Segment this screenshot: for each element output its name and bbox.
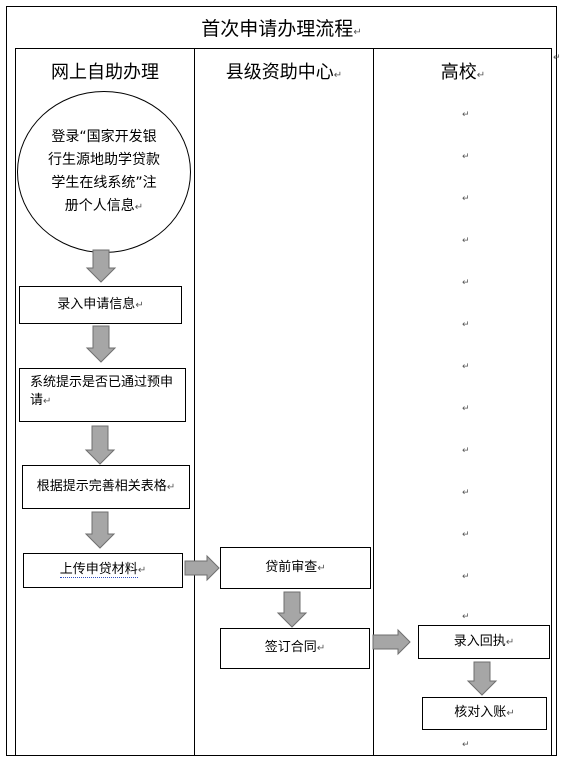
paragraph-mark: ↵: [462, 278, 470, 288]
paragraph-mark: ↵: [462, 236, 470, 246]
arrow-down-icon: [84, 511, 116, 549]
paragraph-mark: ↵: [462, 530, 470, 540]
paragraph-mark: ↵: [462, 488, 470, 498]
column-divider: [373, 48, 374, 756]
system-prompt-node: 系统提示是否已通过预申请↵: [19, 368, 186, 422]
column-header-online: 网上自助办理: [51, 62, 159, 83]
login-register-node: 登录“国家开发银行生源地助学贷款学生在线系统”注册个人信息↵: [17, 91, 191, 253]
paragraph-mark: ↵: [462, 612, 470, 622]
paragraph-mark: ↵: [553, 53, 561, 63]
enter-receipt-node: 录入回执↵: [418, 625, 550, 659]
verify-account-node: 核对入账↵: [422, 697, 547, 730]
column-divider: [194, 48, 195, 756]
paragraph-mark: ↵: [462, 740, 470, 750]
paragraph-mark: ↵: [462, 320, 470, 330]
arrow-down-icon: [466, 661, 498, 696]
column-header-county-center: 县级资助中心↵: [225, 62, 343, 83]
paragraph-mark: ↵: [462, 404, 470, 414]
paragraph-mark: ↵: [462, 572, 470, 582]
paragraph-mark: ↵: [462, 446, 470, 456]
paragraph-mark: ↵: [462, 362, 470, 372]
enter-application-info-node: 录入申请信息↵: [19, 286, 182, 324]
upload-materials-node: 上传申贷材料↵: [23, 553, 183, 588]
column-header-university: 高校↵: [440, 62, 486, 83]
paragraph-mark: ↵: [462, 152, 470, 162]
arrow-down-icon: [276, 591, 308, 628]
pre-loan-review-node: 贷前审查↵: [220, 547, 371, 589]
paragraph-mark: ↵: [462, 110, 470, 120]
arrow-right-icon: [372, 628, 411, 656]
sign-contract-node: 签订合同↵: [220, 628, 370, 669]
arrow-down-icon: [84, 425, 116, 465]
flow-table: [15, 48, 552, 756]
complete-forms-node: 根据提示完善相关表格↵: [22, 465, 190, 509]
arrow-right-icon: [184, 554, 220, 582]
paragraph-mark: ↵: [462, 194, 470, 204]
arrow-down-icon: [85, 325, 117, 363]
page-title: 首次申请办理流程↵: [201, 18, 362, 40]
arrow-down-icon: [85, 249, 117, 283]
